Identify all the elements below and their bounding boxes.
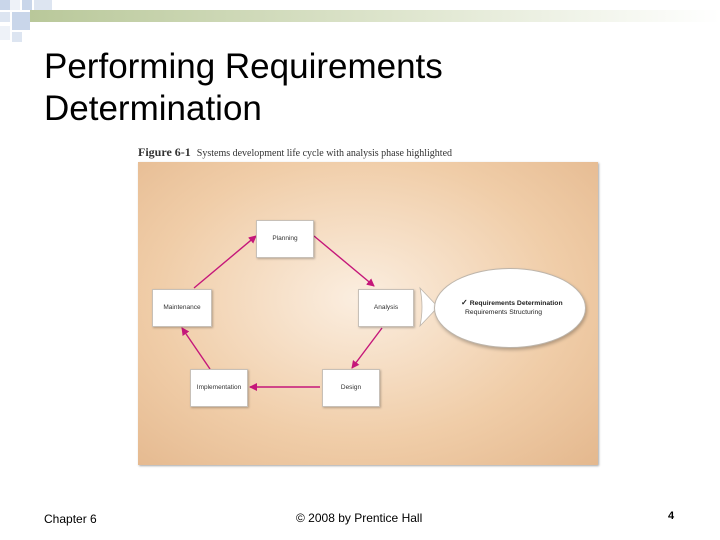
arrow-analysis-to-design bbox=[351, 327, 383, 369]
decor-square bbox=[0, 12, 10, 22]
slide-title-line: Performing Requirements bbox=[44, 47, 443, 86]
slide-title-line: Determination bbox=[44, 89, 262, 128]
arrow-implementation-to-maintenance bbox=[181, 327, 211, 370]
sdlc-figure: Planning Analysis Design Implementation … bbox=[138, 162, 598, 465]
callout-pointer bbox=[419, 286, 439, 328]
decor-square bbox=[12, 32, 22, 42]
phase-label: Analysis bbox=[373, 304, 399, 311]
footer-chapter: Chapter 6 bbox=[44, 512, 97, 526]
decor-square bbox=[10, 0, 20, 10]
analysis-callout: ✓Requirements Determination Requirements… bbox=[434, 268, 586, 348]
check-icon: ✓ bbox=[461, 298, 468, 307]
figure-number: Figure 6-1 bbox=[138, 145, 191, 159]
footer-page-number: 4 bbox=[668, 510, 675, 522]
footer-copyright: © 2008 by Prentice Hall bbox=[296, 511, 423, 525]
figure-caption-text: Systems development life cycle with anal… bbox=[196, 148, 453, 159]
header-bar bbox=[30, 10, 720, 22]
figure-caption: Figure 6-1 Systems development life cycle… bbox=[138, 145, 598, 160]
phase-analysis: Analysis bbox=[358, 289, 414, 327]
callout-item-highlighted: ✓Requirements Determination bbox=[461, 298, 563, 307]
arrow-maintenance-to-planning bbox=[193, 235, 257, 289]
phase-design: Design bbox=[322, 369, 380, 407]
decor-square bbox=[0, 0, 10, 10]
phase-label: Planning bbox=[272, 235, 298, 242]
arrow-planning-to-analysis bbox=[313, 235, 375, 287]
phase-label: Maintenance bbox=[163, 304, 201, 311]
phase-maintenance: Maintenance bbox=[152, 289, 212, 327]
callout-item-label: Requirements Determination bbox=[469, 300, 563, 307]
callout-item-other: Requirements Structuring bbox=[465, 309, 543, 316]
decor-square bbox=[22, 0, 32, 10]
phase-implementation: Implementation bbox=[190, 369, 248, 407]
slide-title: Performing Requirements Determination bbox=[44, 46, 644, 130]
phase-planning: Planning bbox=[256, 220, 314, 258]
phase-label: Design bbox=[340, 384, 362, 391]
cycle-arrows bbox=[181, 235, 439, 391]
phase-label: Implementation bbox=[196, 384, 242, 391]
decor-square bbox=[0, 26, 10, 40]
decor-square bbox=[12, 12, 30, 30]
